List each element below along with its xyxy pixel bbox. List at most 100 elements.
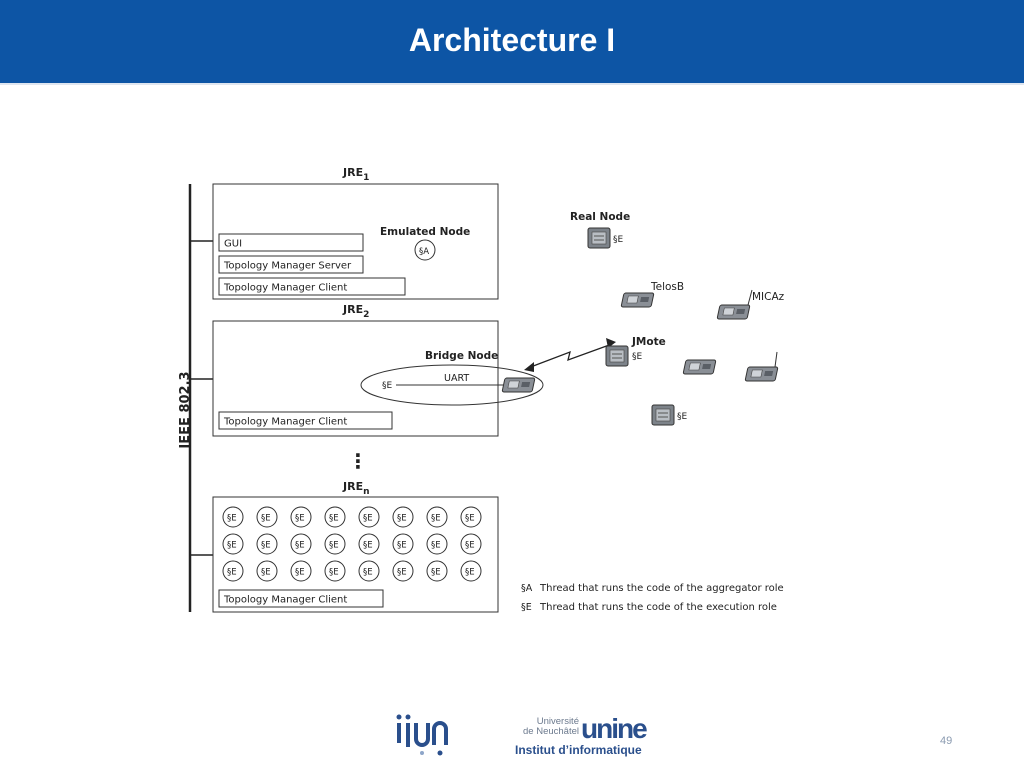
execution-thread-icon (290, 560, 312, 582)
execution-thread-icon (222, 560, 244, 582)
execution-thread-symbol: §E (295, 541, 305, 551)
telosb-mote-icon (620, 292, 655, 308)
mote-icon-b (744, 366, 779, 382)
execution-thread-icon (460, 506, 482, 528)
execution-thread-symbol: §E (261, 568, 271, 578)
jren-tm-client-label: Topology Manager Client (223, 595, 347, 606)
execution-thread-icon (290, 506, 312, 528)
unine-university-line2: de Neuchâtel (523, 726, 579, 737)
execution-thread-symbol: §E (465, 568, 475, 578)
institute-label: Institut d’informatique (515, 743, 642, 757)
execution-thread-icon (426, 533, 448, 555)
jren-label: JREn (342, 480, 370, 497)
aggregator-thread-icon (414, 239, 436, 261)
telosb-label: TelosB (650, 281, 684, 293)
legend-aggregator-symbol: §A (521, 583, 533, 594)
execution-thread-grid: §E §E §E §E §E §E §E §E §E §E §E §E §E §E §E §E §E §E §E §E… (222, 506, 482, 582)
slide-title: Architecture I (408, 22, 616, 58)
jre1-tm-server-label: Topology Manager Server (223, 261, 352, 272)
execution-thread-symbol: §E (397, 568, 407, 578)
execution-thread-symbol: §E (329, 568, 339, 578)
mote-icon-c (651, 404, 675, 426)
execution-thread-icon (460, 533, 482, 555)
slide-header: Architecture I (0, 0, 1024, 85)
jre2-tm-client-label: Topology Manager Client (223, 417, 347, 428)
execution-thread-symbol: §E (295, 514, 305, 524)
execution-thread-icon (324, 533, 346, 555)
jre1-gui-module (218, 233, 364, 252)
execution-thread-symbol: §E (363, 514, 373, 524)
execution-thread-symbol: §E (397, 541, 407, 551)
page-number: 49 (940, 735, 953, 747)
bridge-thread-symbol: §E (382, 381, 393, 391)
aggregator-thread-symbol: §A (419, 247, 429, 257)
execution-thread-symbol: §E (261, 541, 271, 551)
jren-tm-client-module (218, 589, 384, 608)
execution-thread-symbol: §E (431, 541, 441, 551)
execution-thread-symbol: §E (227, 541, 237, 551)
legend-aggregator-text: Thread that runs the code of the aggrega… (539, 583, 784, 594)
jre1-label: JRE1 (342, 166, 369, 183)
execution-thread-icon (392, 533, 414, 555)
unine-university-line1: Université (536, 716, 579, 727)
real-node-mote-icon (587, 227, 611, 249)
execution-thread-icon (358, 533, 380, 555)
execution-thread-symbol: §E (295, 568, 305, 578)
wireless-arrow-left (524, 362, 534, 372)
execution-thread-icon (324, 560, 346, 582)
execution-thread-icon (324, 506, 346, 528)
execution-thread-icon (392, 506, 414, 528)
execution-thread-icon (290, 533, 312, 555)
real-node-label: Real Node (570, 211, 630, 223)
wireless-link-line (527, 343, 613, 369)
execution-thread-icon (222, 533, 244, 555)
execution-thread-symbol: §E (397, 514, 407, 524)
emulated-node-label: Emulated Node (380, 226, 470, 238)
jre1-tm-server-module (218, 255, 364, 274)
execution-thread-symbol: §E (227, 568, 237, 578)
mote-c-thread-symbol: §E (677, 412, 688, 422)
jmote-label: JMote (631, 336, 666, 348)
jre2-tm-client-module (218, 411, 393, 430)
execution-thread-symbol: §E (227, 514, 237, 524)
unine-wordmark: unine (581, 713, 648, 744)
micaz-antenna (747, 289, 753, 306)
jmote-mote-icon (605, 345, 629, 367)
unine-logo: Université de Neuchâtel unine Institut d… (515, 713, 655, 760)
execution-thread-symbol: §E (465, 541, 475, 551)
jre1-gui-label: GUI (224, 239, 242, 250)
bridge-mote-icon (501, 377, 536, 393)
mote-b-antenna (774, 351, 778, 368)
execution-thread-symbol: §E (261, 514, 271, 524)
execution-thread-icon (426, 560, 448, 582)
execution-thread-symbol: §E (363, 568, 373, 578)
execution-thread-symbol: §E (329, 541, 339, 551)
mote-icon-a (682, 359, 717, 375)
micaz-mote-icon (716, 304, 751, 320)
execution-thread-icon (392, 560, 414, 582)
micaz-label: MICAz (752, 291, 785, 303)
execution-thread-symbol: §E (363, 541, 373, 551)
execution-thread-icon (358, 506, 380, 528)
bridge-node-label: Bridge Node (425, 350, 498, 362)
execution-thread-symbol: §E (329, 514, 339, 524)
bus-label: IEEE 802.3 (178, 371, 193, 448)
jre2-label: JRE2 (342, 303, 369, 320)
execution-thread-symbol: §E (431, 568, 441, 578)
execution-thread-icon (426, 506, 448, 528)
execution-thread-icon (460, 560, 482, 582)
execution-thread-icon (222, 506, 244, 528)
legend-execution-symbol: §E (521, 602, 532, 613)
execution-thread-icon (256, 533, 278, 555)
execution-thread-icon (256, 506, 278, 528)
real-node-thread-symbol: §E (613, 235, 624, 245)
execution-thread-symbol: §E (431, 514, 441, 524)
execution-thread-symbol: §E (465, 514, 475, 524)
bridge-node-ellipse (360, 364, 544, 406)
jre-ellipsis: ⋮ (348, 449, 368, 473)
jmote-thread-symbol: §E (632, 352, 643, 362)
jre1-tm-client-label: Topology Manager Client (223, 283, 347, 294)
uart-label: UART (444, 373, 469, 384)
execution-thread-icon (358, 560, 380, 582)
